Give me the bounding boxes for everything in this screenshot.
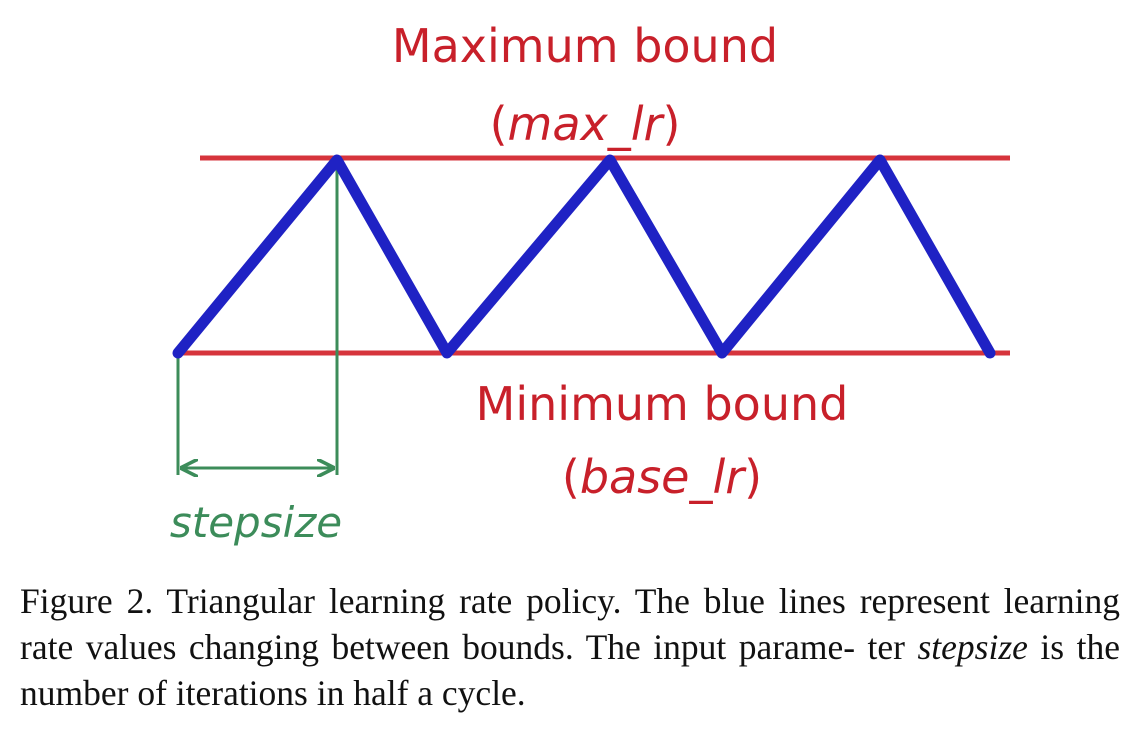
triangular-lr-line [172,154,996,359]
caption-stepsize-param: stepsize [917,627,1028,667]
min-bound-open-paren: ( [562,450,580,504]
max-bound-open-paren: ( [490,97,508,151]
caption-part1: Figure 2. Triangular learning rate polic… [20,581,1120,667]
max-bound-title: Maximum bound [392,19,778,73]
triangular-lr-diagram: Maximum bound (max_lr) Minimum bound (ba… [170,19,1010,547]
min-bound-close-paren: ) [744,450,762,504]
caption-part2: is the number of iterations in half a cy… [20,627,1120,713]
max-bound-param: (max_lr) [490,97,681,151]
min-bound-param: (base_lr) [562,450,762,504]
max-bound-close-paren: ) [662,97,680,151]
figure-caption: Figure 2. Triangular learning rate polic… [20,578,1120,716]
min-bound-param-name: base_lr [580,450,747,504]
max-bound-param-name: max_lr [508,97,666,151]
stepsize-label: stepsize [170,498,342,547]
min-bound-title: Minimum bound [476,377,849,431]
